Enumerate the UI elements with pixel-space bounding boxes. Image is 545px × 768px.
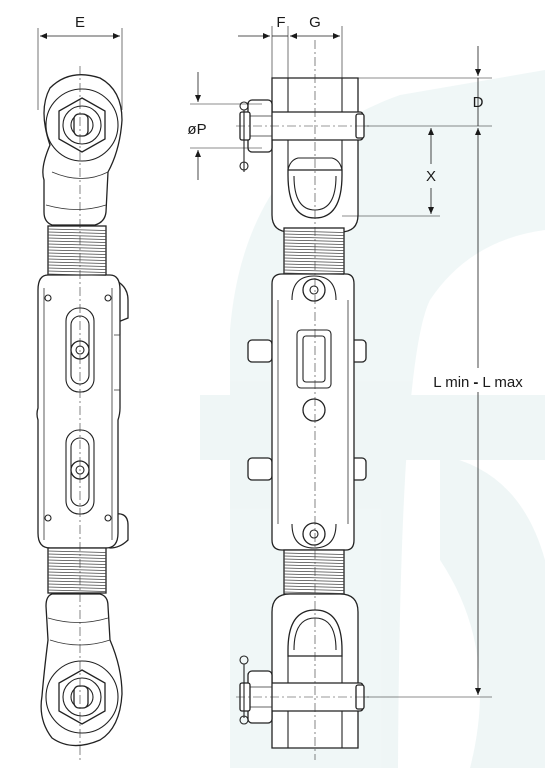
thread-line <box>47 255 107 258</box>
thread-line <box>47 246 107 249</box>
thread-line <box>47 261 107 264</box>
dimension-d <box>358 46 492 127</box>
thread-line <box>47 258 107 261</box>
thread-line <box>283 585 345 588</box>
thread-line <box>283 576 345 579</box>
side-view <box>236 40 370 760</box>
thread-line <box>283 260 345 263</box>
thread-line <box>283 558 345 561</box>
dimension-x <box>342 128 440 217</box>
thread-line <box>47 586 107 589</box>
thread-line <box>283 245 345 248</box>
side-top-thread <box>283 227 345 275</box>
thread-line <box>283 266 345 269</box>
thread-line <box>47 264 107 267</box>
thread-line <box>47 270 107 273</box>
thread-line <box>283 230 345 233</box>
thread-line <box>47 234 107 237</box>
thread-line <box>47 568 107 571</box>
label-d: D <box>473 94 484 111</box>
thread-line <box>47 583 107 586</box>
thread-line <box>47 273 107 276</box>
thread-line <box>283 579 345 582</box>
front-bottom-eye <box>40 593 123 747</box>
dimension-p <box>190 72 262 180</box>
thread-line <box>47 240 107 243</box>
thread-line <box>283 591 345 594</box>
thread-line <box>47 252 107 255</box>
thread-line <box>283 257 345 260</box>
thread-line <box>47 237 107 240</box>
thread-line <box>47 571 107 574</box>
label-p: øP <box>187 121 206 138</box>
thread-line <box>283 254 345 257</box>
thread-line <box>47 580 107 583</box>
thread-line <box>47 589 107 592</box>
label-l-max: L max <box>482 374 523 391</box>
label-l-min: L min <box>433 374 469 391</box>
thread-line <box>283 239 345 242</box>
thread-line <box>283 233 345 236</box>
label-g: G <box>309 14 321 31</box>
thread-line <box>47 249 107 252</box>
front-view: E <box>36 14 129 760</box>
thread-line <box>47 550 107 553</box>
front-body <box>36 274 129 549</box>
thread-line <box>283 552 345 555</box>
thread-line <box>47 553 107 556</box>
thread-line <box>47 267 107 270</box>
thread-line <box>283 272 345 275</box>
front-top-eye <box>42 74 123 226</box>
thread-line <box>283 561 345 564</box>
thread-line <box>283 567 345 570</box>
label-x: X <box>426 168 436 185</box>
side-body <box>247 273 367 551</box>
thread-line <box>47 574 107 577</box>
dimension-e <box>37 28 123 110</box>
thread-line <box>283 573 345 576</box>
thread-line <box>47 577 107 580</box>
thread-line <box>47 559 107 562</box>
thread-line <box>47 243 107 246</box>
label-l-sep: - <box>473 374 478 391</box>
label-l: L min-L max <box>433 374 523 391</box>
thread-line <box>283 582 345 585</box>
thread-line <box>47 231 107 234</box>
label-f: F <box>276 14 285 31</box>
thread-line <box>283 236 345 239</box>
thread-line <box>283 242 345 245</box>
thread-line <box>283 555 345 558</box>
thread-line <box>283 251 345 254</box>
dimension-l <box>364 128 492 698</box>
side-top-clevis <box>239 77 365 233</box>
background-watermark <box>200 70 545 768</box>
thread-line <box>47 562 107 565</box>
label-e: E <box>75 14 85 31</box>
thread-line <box>47 228 107 231</box>
thread-line <box>283 588 345 591</box>
thread-line <box>47 556 107 559</box>
thread-line <box>283 248 345 251</box>
thread-line <box>283 564 345 567</box>
dimension-f-g <box>238 26 343 78</box>
thread-line <box>283 570 345 573</box>
thread-line <box>47 565 107 568</box>
thread-line <box>283 269 345 272</box>
thread-line <box>283 263 345 266</box>
